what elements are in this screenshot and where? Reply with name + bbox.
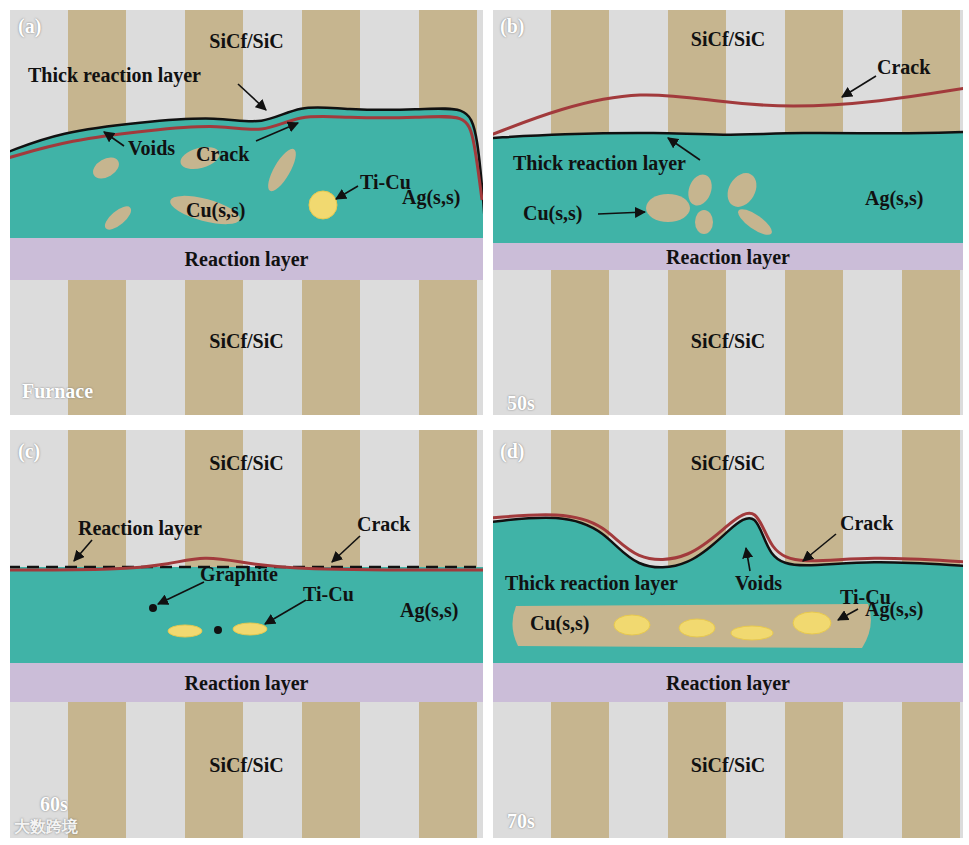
interface-line xyxy=(493,132,963,138)
region-label: Reaction layer xyxy=(185,672,309,694)
leader-arrow xyxy=(104,132,124,146)
leader-arrow xyxy=(256,123,298,141)
composite-region: SiCf/SiC xyxy=(493,430,963,510)
region-label: Reaction layer xyxy=(666,246,790,268)
leader-arrow xyxy=(238,84,266,110)
annotation-label: Graphite xyxy=(200,563,278,585)
leader-arrow xyxy=(842,76,876,97)
panel-art xyxy=(493,10,963,415)
composite-region: SiCf/SiC xyxy=(493,702,963,838)
region-label: SiCf/SiC xyxy=(209,30,283,52)
cu-particle xyxy=(695,210,713,234)
cu-particle xyxy=(722,168,763,212)
watermark: 大数跨境 xyxy=(14,818,78,836)
cu-particle xyxy=(646,194,690,222)
cu-particle xyxy=(263,145,301,195)
cu-particle xyxy=(89,153,122,183)
region-label: Reaction layer xyxy=(185,248,309,270)
annotation-label: 50s xyxy=(507,392,535,414)
leader-arrow xyxy=(746,548,750,571)
leader-arrow xyxy=(838,609,858,620)
interface-line xyxy=(10,107,483,238)
cu-particle xyxy=(101,202,135,233)
region-label: SiCf/SiC xyxy=(209,754,283,776)
annotation-label: Thick reaction layer xyxy=(513,152,686,174)
region-label: SiCf/SiC xyxy=(691,452,765,474)
ti-cu-particle xyxy=(309,191,337,219)
ti-cu-particle xyxy=(679,619,715,637)
region-label: SiCf/SiC xyxy=(691,330,765,352)
cu-particle xyxy=(735,205,776,239)
annotation-label: Cu(s,s) xyxy=(530,612,589,634)
reaction-layer-band xyxy=(10,238,483,280)
annotation-label: Crack xyxy=(877,56,930,78)
leader-arrow xyxy=(332,536,360,562)
annotation-label: Crack xyxy=(357,513,410,535)
annotation-label: Furnace xyxy=(22,380,93,402)
annotation-label: Ti-Cu xyxy=(360,171,411,193)
composite-region: SiCf/SiC xyxy=(10,430,483,567)
annotation-label: 70s xyxy=(507,810,535,832)
annotation-label: Ti-Cu xyxy=(303,583,354,605)
graphite-dot xyxy=(214,626,222,634)
ti-cu-particle xyxy=(233,623,267,635)
leader-arrow xyxy=(598,212,645,214)
composite-region: SiCf/SiC xyxy=(10,702,483,838)
leader-arrow xyxy=(158,582,204,604)
silver-matrix xyxy=(10,107,483,238)
panel-art xyxy=(10,430,483,838)
annotation-label: Thick reaction layer xyxy=(505,572,678,594)
annotation-label: Crack xyxy=(840,512,893,534)
annotation-label: (c) xyxy=(18,440,40,462)
cu-particle xyxy=(684,171,716,209)
silver-region: Ag(s,s) xyxy=(493,135,963,243)
reaction-layer-band xyxy=(10,663,483,702)
annotation-label: (d) xyxy=(500,440,524,462)
ti-cu-particle xyxy=(168,625,202,637)
panel-art xyxy=(10,10,483,415)
reaction-layer-band: Reaction layer xyxy=(10,238,483,280)
region-label: SiCf/SiC xyxy=(209,330,283,352)
leader-arrow xyxy=(265,600,306,624)
graphite-dot xyxy=(149,604,157,612)
ti-cu-particle xyxy=(793,612,831,634)
crack-line xyxy=(493,88,963,135)
cu-band xyxy=(512,604,870,648)
region-label: Ag(s,s) xyxy=(400,599,458,621)
annotation-label: Ti-Cu xyxy=(840,586,891,608)
leader-arrow xyxy=(336,186,358,199)
ti-cu-particle xyxy=(731,626,773,640)
annotation-label: Voids xyxy=(128,137,175,159)
composite-region: SiCf/SiC xyxy=(493,270,963,415)
annotation-label: (a) xyxy=(18,15,41,37)
annotation-label: Cu(s,s) xyxy=(523,202,582,224)
reaction-layer-band: Reaction layer xyxy=(493,663,963,702)
region-label: Reaction layer xyxy=(666,672,790,694)
region-label: SiCf/SiC xyxy=(209,452,283,474)
leader-arrow xyxy=(74,540,92,561)
silver-matrix xyxy=(493,518,963,663)
region-label: Ag(s,s) xyxy=(865,187,923,209)
annotation-label: (b) xyxy=(500,15,524,37)
reaction-layer-band xyxy=(493,663,963,702)
annotation-label: Cu(s,s) xyxy=(186,199,245,221)
ti-cu-particle xyxy=(614,615,650,635)
reaction-layer-band xyxy=(493,243,963,270)
region-label: SiCf/SiC xyxy=(691,754,765,776)
leader-arrow xyxy=(803,534,836,561)
reaction-layer-band: Reaction layer xyxy=(493,243,963,270)
reaction-layer-band: Reaction layer xyxy=(10,663,483,702)
silver-matrix xyxy=(493,132,963,243)
annotation-label: Crack xyxy=(196,143,249,165)
region-label: SiCf/SiC xyxy=(691,28,765,50)
annotation-label: Thick reaction layer xyxy=(28,64,201,86)
annotation-label: 60s xyxy=(40,793,68,815)
panel-art xyxy=(493,430,963,838)
annotation-label: Voids xyxy=(735,572,782,594)
annotation-label: Reaction layer xyxy=(78,517,202,539)
